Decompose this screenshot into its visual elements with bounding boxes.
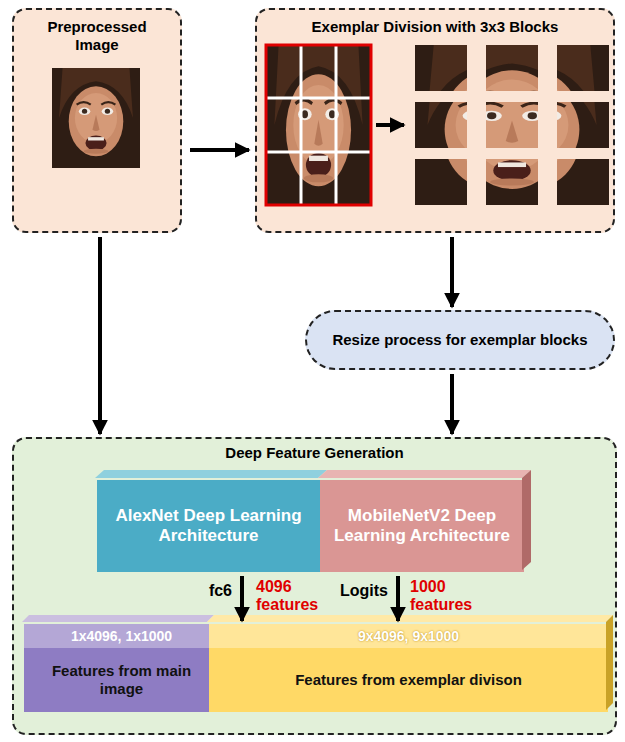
block-side-face <box>522 470 531 570</box>
node-title: Preprocessed Image <box>37 18 157 54</box>
node-title: Resize process for exemplar blocks <box>325 331 595 349</box>
process-pill: Resize process for exemplar blocks <box>305 310 615 370</box>
node-title: AlexNet Deep Learning Architecture <box>109 506 309 547</box>
flow-arrow <box>240 576 244 621</box>
feature-count: 4096 features <box>256 578 328 615</box>
node-body: Features from exemplar divison <box>216 648 601 712</box>
node-title: 9x4096, 9x1000 <box>214 624 604 648</box>
face-grid <box>266 45 371 205</box>
feature-group-box: Deep Feature GenerationAlexNet Deep Lear… <box>12 437 617 735</box>
flow-arrow <box>190 148 249 152</box>
exemplar-blocks <box>415 45 609 205</box>
feature-bar: 1x4096, 1x1000Features from main image <box>24 624 219 712</box>
grid-lines <box>266 45 371 205</box>
flow-arrow <box>450 374 454 434</box>
node-body: Features from main image <box>29 648 214 712</box>
input-box: Preprocessed Image <box>12 8 182 233</box>
flow-arrow <box>396 576 400 621</box>
block-top-face <box>318 470 531 478</box>
layer-label: fc6 <box>209 582 232 600</box>
node-title: Deep Feature Generation <box>115 444 515 462</box>
bar-top-face <box>22 615 214 622</box>
flow-arrow <box>98 237 102 434</box>
network-block: MobileNetV2 Deep Learning Architecture <box>320 480 524 572</box>
grid-border <box>266 45 371 205</box>
exemplar-box: Exemplar Division with 3x3 Blocks <box>255 8 615 233</box>
node-title: Exemplar Division with 3x3 Blocks <box>265 18 605 36</box>
block-top-face <box>95 470 327 478</box>
flow-arrow <box>450 237 454 307</box>
face-image <box>52 68 140 168</box>
network-block: AlexNet Deep Learning Architecture <box>97 480 320 572</box>
split-arrow <box>376 123 404 127</box>
node-title: 1x4096, 1x1000 <box>27 624 217 648</box>
bar-top-face <box>207 615 613 622</box>
feature-count: 1000 features <box>410 578 482 615</box>
node-title: MobileNetV2 Deep Learning Architecture <box>327 506 517 547</box>
feature-bar: 9x4096, 9x1000Features from exemplar div… <box>209 624 608 712</box>
bar-side-face <box>606 615 613 710</box>
layer-label: Logits <box>340 582 388 600</box>
